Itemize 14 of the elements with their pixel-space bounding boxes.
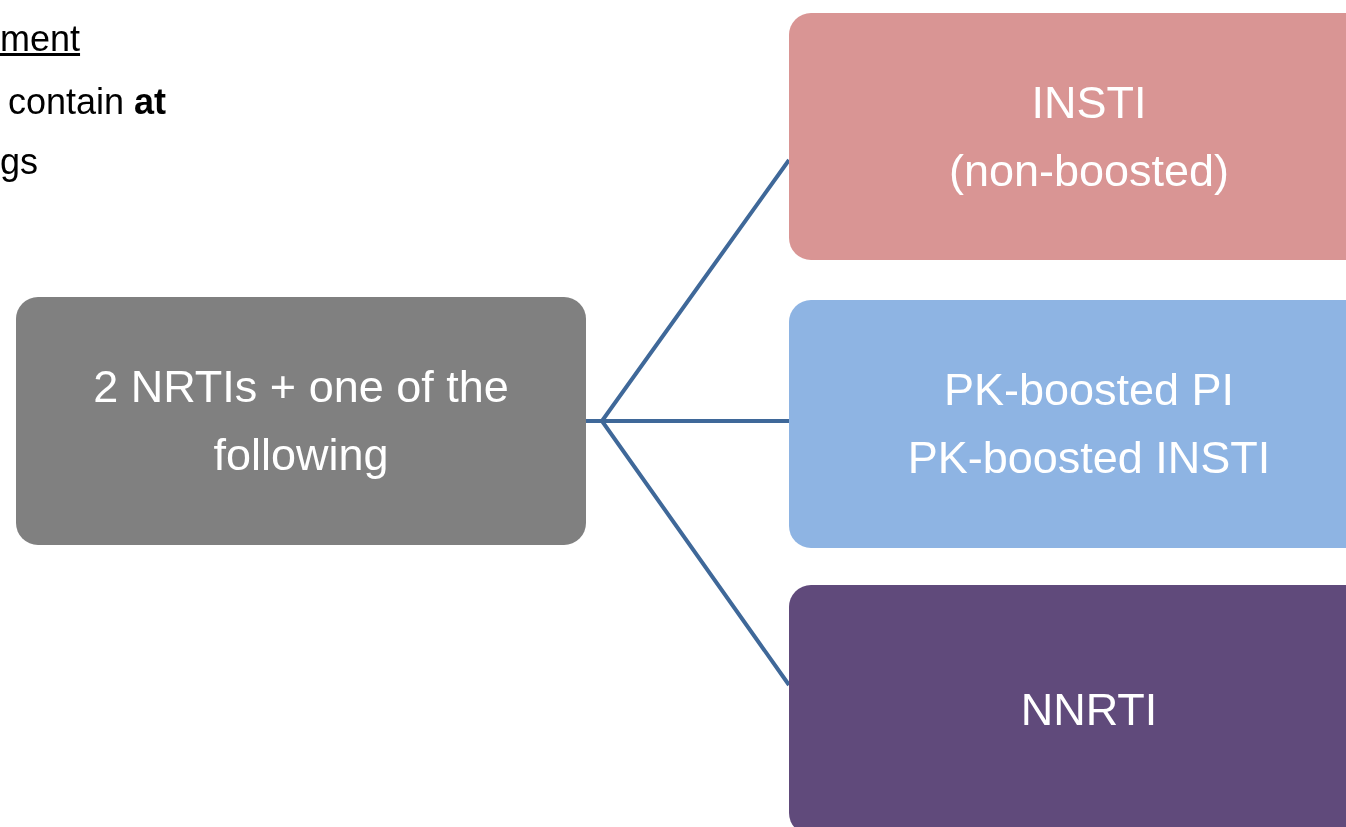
box-text: INSTI [1031,75,1147,130]
box-text: (non-boosted) [948,143,1230,198]
connector-line [586,419,791,687]
option-box [789,13,1346,260]
process-box [16,297,586,545]
box-text: 2 NRTIs + one of the following [92,360,510,482]
box-text: PK-boosted PI [943,363,1235,417]
note-text: contain at [8,81,167,123]
box-text: PK-boosted INSTI [907,431,1271,485]
note-text: ment [0,18,81,60]
option-box [789,585,1346,827]
note-text: gs [0,141,39,183]
option-box [789,300,1346,548]
box-text: NNRTI [1020,683,1158,737]
